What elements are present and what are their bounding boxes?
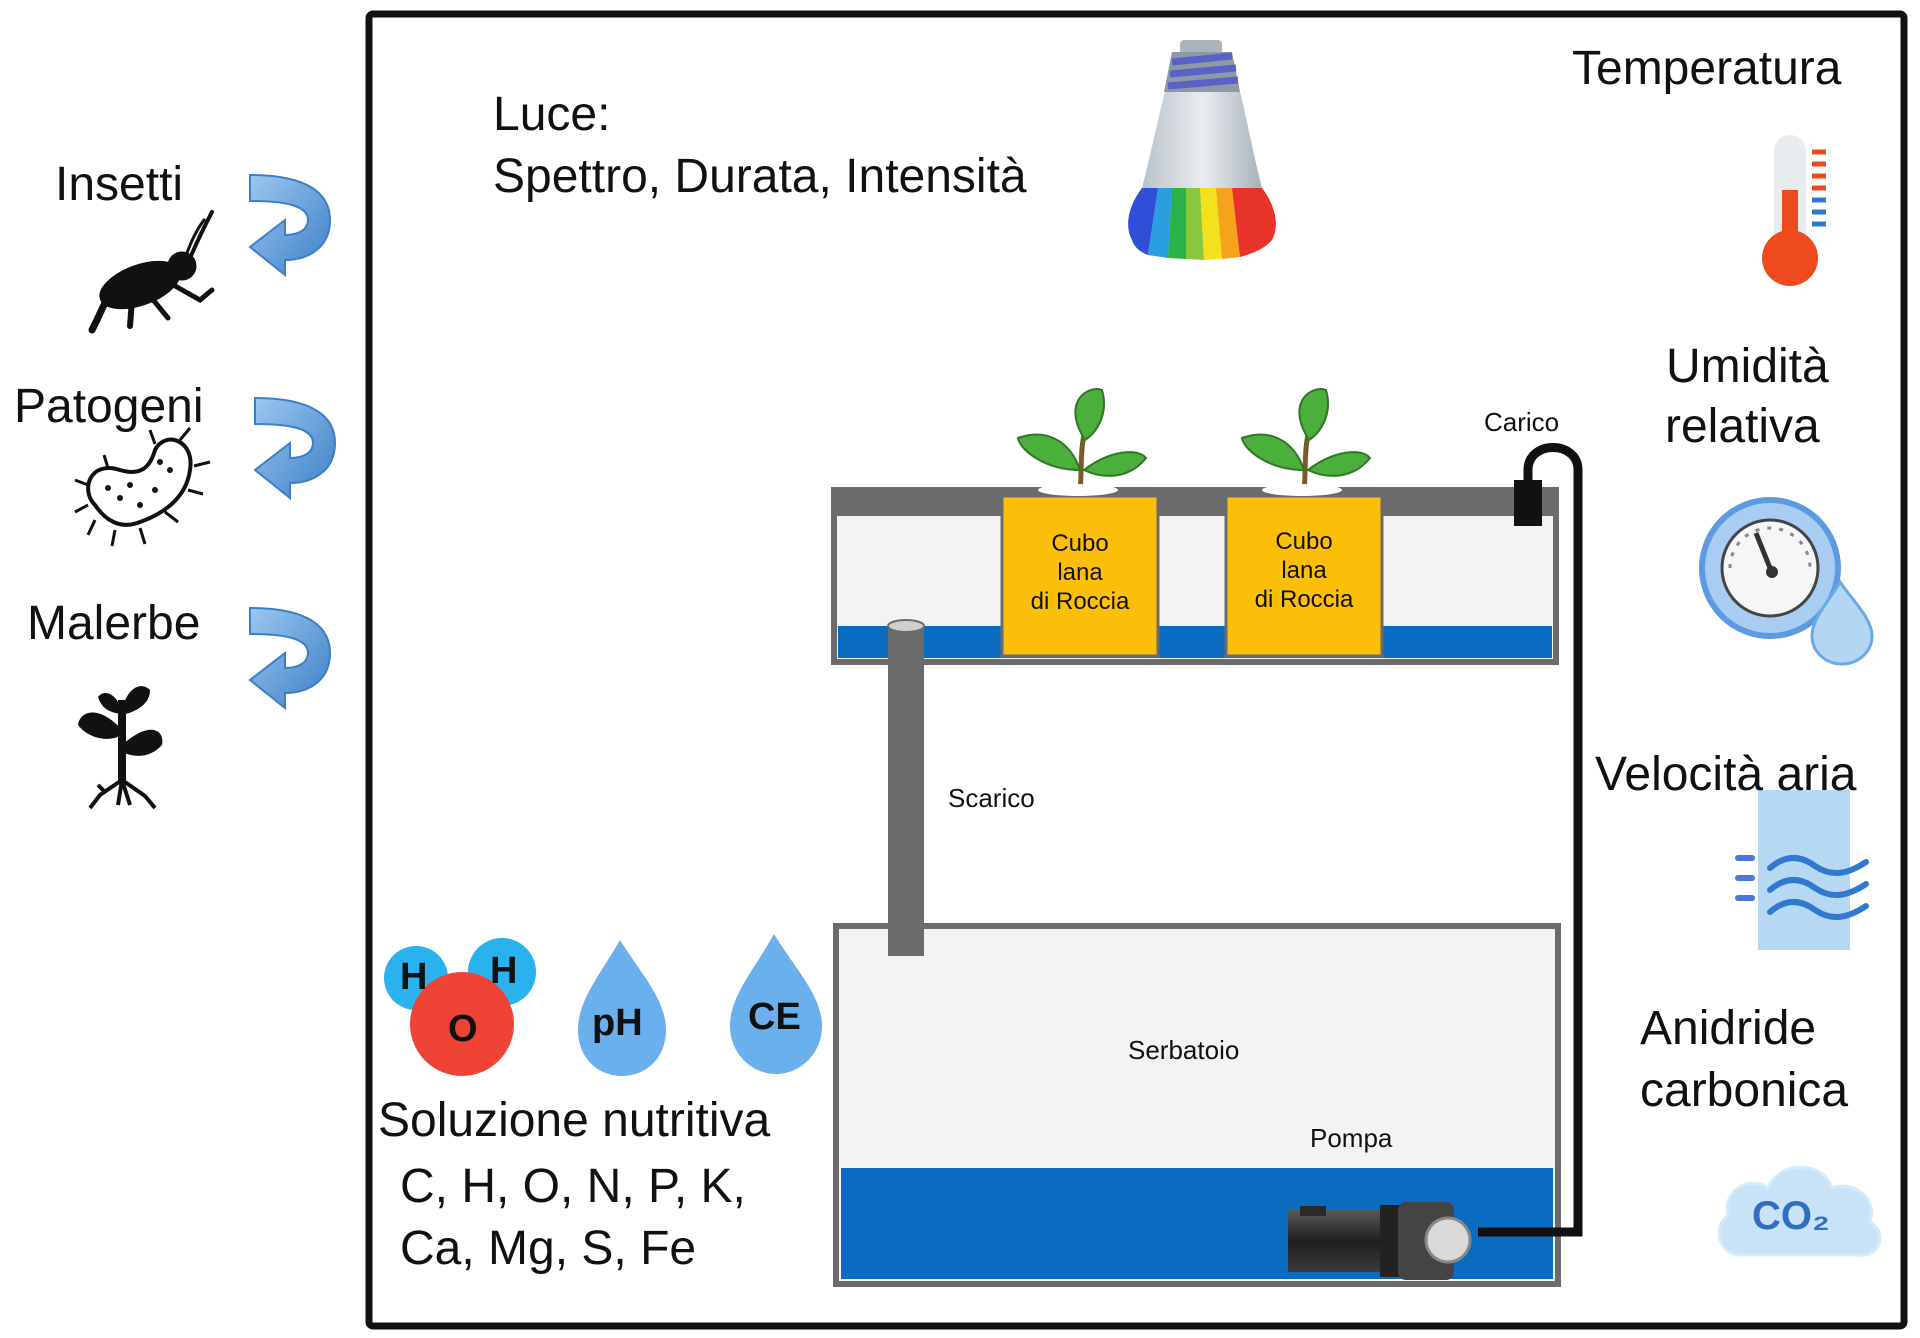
temperature-label: Temperatura — [1572, 42, 1842, 95]
air-speed-icon — [1735, 790, 1869, 950]
light-params: Spettro, Durata, Intensità — [493, 150, 1027, 203]
humidity-label-line2: relativa — [1665, 400, 1820, 453]
tray-lid — [834, 490, 1556, 516]
cube1-label: Cubo lana di Roccia — [1002, 530, 1158, 616]
cube2-label: Cubo lana di Roccia — [1226, 528, 1382, 614]
pump-label: Pompa — [1310, 1123, 1393, 1153]
cube2-line3: di Roccia — [1254, 585, 1354, 613]
thermometer-icon — [1762, 135, 1826, 286]
oxygen-symbol: O — [448, 1008, 478, 1050]
pathogen-icon — [74, 427, 211, 547]
ph-droplet-icon — [578, 940, 666, 1076]
solution-title: Soluzione nutritiva — [378, 1094, 771, 1147]
tray-water — [838, 626, 1552, 658]
pathogens-arrow-icon — [253, 396, 337, 501]
hydrogen-symbol-2: H — [490, 950, 518, 992]
insect-icon — [88, 210, 215, 334]
light-title: Luce: — [493, 88, 611, 141]
ph-label: pH — [592, 1002, 643, 1044]
cube2-line1: Cubo — [1275, 528, 1333, 555]
humidity-label-line1: Umidità — [1666, 340, 1829, 393]
ce-label: CE — [748, 996, 801, 1038]
cube1-line1: Cubo — [1051, 530, 1109, 557]
cube2-line2: lana — [1281, 556, 1327, 584]
cube1-line3: di Roccia — [1030, 587, 1130, 615]
insects-label: Insetti — [55, 158, 184, 211]
co2-symbol: CO₂ — [1752, 1194, 1830, 1238]
insects-arrow-icon — [248, 173, 332, 278]
cube1-line2: lana — [1057, 558, 1103, 586]
drain-label: Scarico — [948, 783, 1035, 813]
light-bulb-icon — [1128, 40, 1276, 260]
inlet-hose — [1478, 443, 1583, 1237]
water-molecule-icon — [384, 938, 536, 1076]
ce-droplet-icon — [730, 934, 822, 1074]
humidity-gauge-icon — [1699, 497, 1874, 666]
inlet-label: Carico — [1484, 407, 1560, 437]
plant-icon — [1240, 388, 1372, 496]
reservoir-label: Serbatoio — [1128, 1035, 1240, 1065]
solution-elements-line2: Ca, Mg, S, Fe — [400, 1222, 697, 1275]
plant-icon — [1016, 388, 1148, 496]
co2-label-line2: carbonica — [1640, 1064, 1849, 1117]
weed-icon — [78, 686, 163, 810]
pathogens-label: Patogeni — [14, 380, 204, 433]
co2-label-line1: Anidride — [1640, 1002, 1817, 1055]
weeds-arrow-icon — [248, 606, 332, 711]
pump-icon — [1288, 1202, 1472, 1280]
weeds-label: Malerbe — [27, 597, 201, 650]
drain-pipe — [888, 626, 924, 956]
hydrogen-symbol-1: H — [400, 956, 428, 998]
rockwool-cube-2 — [1224, 494, 1384, 658]
co2-cloud-icon — [1717, 1165, 1882, 1257]
rockwool-cube-1 — [1000, 494, 1160, 658]
air-speed-label: Velocità aria — [1595, 748, 1857, 801]
solution-elements-line1: C, H, O, N, P, K, — [400, 1160, 746, 1213]
